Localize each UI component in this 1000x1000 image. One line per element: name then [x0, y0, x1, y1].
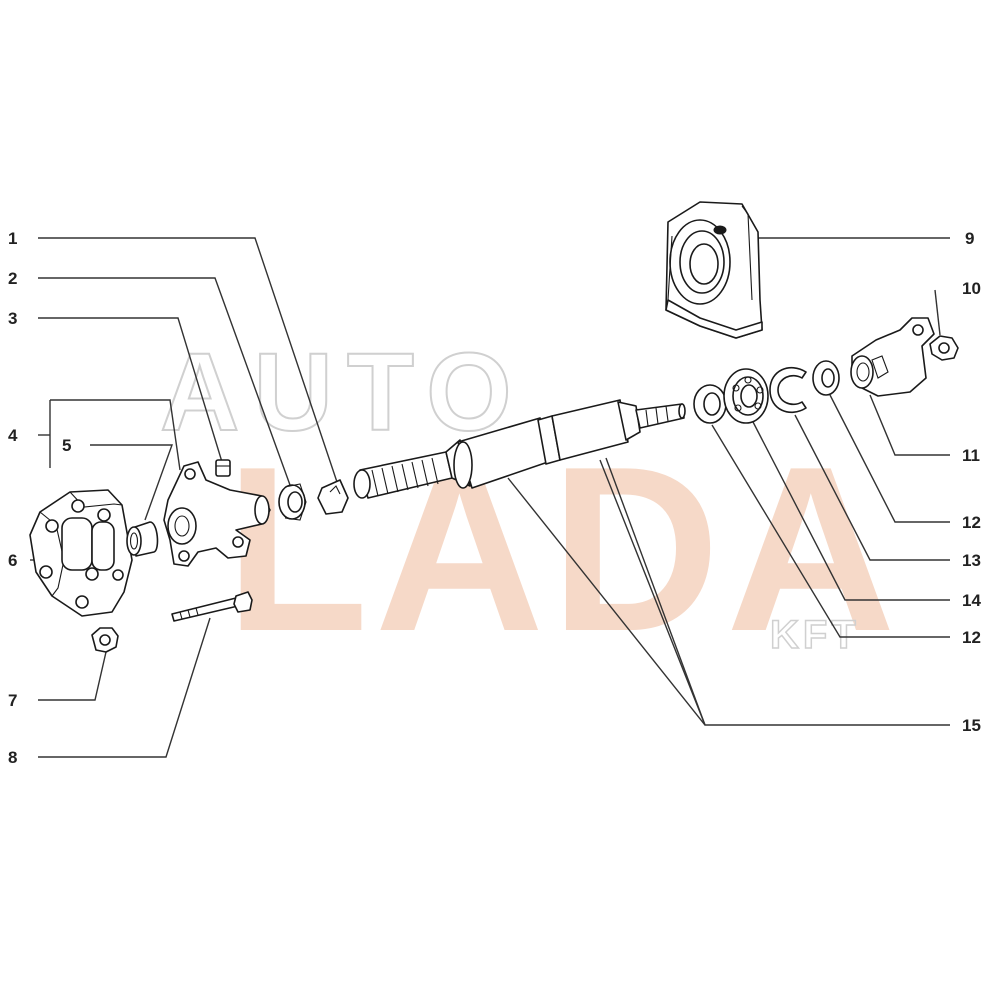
snap-ring-part-13	[769, 366, 807, 414]
split-ring-part-1	[317, 479, 349, 515]
callout-13: 13	[962, 551, 981, 570]
leader-line-14	[751, 419, 950, 601]
watermark: AUTO LADA KFT	[159, 330, 902, 680]
leader-line-10	[934, 289, 941, 336]
leader-line-7	[38, 651, 107, 701]
watermark-brand: LADA	[225, 417, 902, 680]
callout-7: 7	[8, 691, 17, 710]
center-support-part-9	[665, 201, 763, 339]
leader-line-12b	[711, 424, 950, 638]
callout-6: 6	[8, 551, 17, 570]
leader-lines	[30, 237, 950, 758]
callout-9: 9	[965, 229, 974, 248]
bushing-part-5	[126, 521, 159, 557]
leader-line-15b	[599, 459, 706, 726]
shaft-part-15	[353, 399, 686, 499]
watermark-outline-word: AUTO	[160, 331, 526, 454]
bolt-part-8	[171, 591, 253, 622]
nut-part-10	[929, 335, 959, 361]
leader-line-2	[38, 277, 291, 486]
callout-15: 15	[962, 716, 981, 735]
ball-bearing-part-14	[723, 368, 769, 424]
callout-2: 2	[8, 269, 17, 288]
seal-part-12-upper	[812, 360, 840, 396]
seal-part-2	[278, 483, 307, 521]
leader-line-5	[90, 444, 173, 521]
yoke-part-11	[850, 317, 935, 397]
leader-line-13	[794, 414, 950, 561]
callout-12b: 12	[962, 628, 981, 647]
callout-5: 5	[62, 436, 71, 455]
callout-14: 14	[962, 591, 981, 610]
leader-line-3	[38, 317, 223, 463]
callout-1: 1	[8, 229, 17, 248]
callout-3: 3	[8, 309, 17, 328]
nut-part-7	[91, 627, 119, 653]
leader-line-4a	[50, 399, 181, 471]
yoke-flange-part-4	[163, 461, 271, 567]
callout-12a: 12	[962, 513, 981, 532]
callout-11: 11	[962, 446, 980, 465]
leader-line-1	[38, 237, 339, 486]
seal-ring-part-12-lower	[693, 384, 727, 424]
callout-4: 4	[8, 426, 18, 445]
watermark-suffix: KFT	[770, 613, 860, 657]
callout-10: 10	[962, 279, 981, 298]
leader-line-12a	[829, 394, 950, 523]
leader-line-15c	[605, 457, 706, 726]
flex-coupling-part	[29, 489, 133, 617]
leader-line-11	[869, 394, 950, 456]
callout-8: 8	[8, 748, 17, 767]
callout-labels: 1 2 3 4 5 6 7 8 9 10 11 12 13 14 12 15	[8, 229, 981, 767]
grease-fitting-part-3	[215, 459, 231, 477]
leader-line-8	[38, 617, 211, 758]
